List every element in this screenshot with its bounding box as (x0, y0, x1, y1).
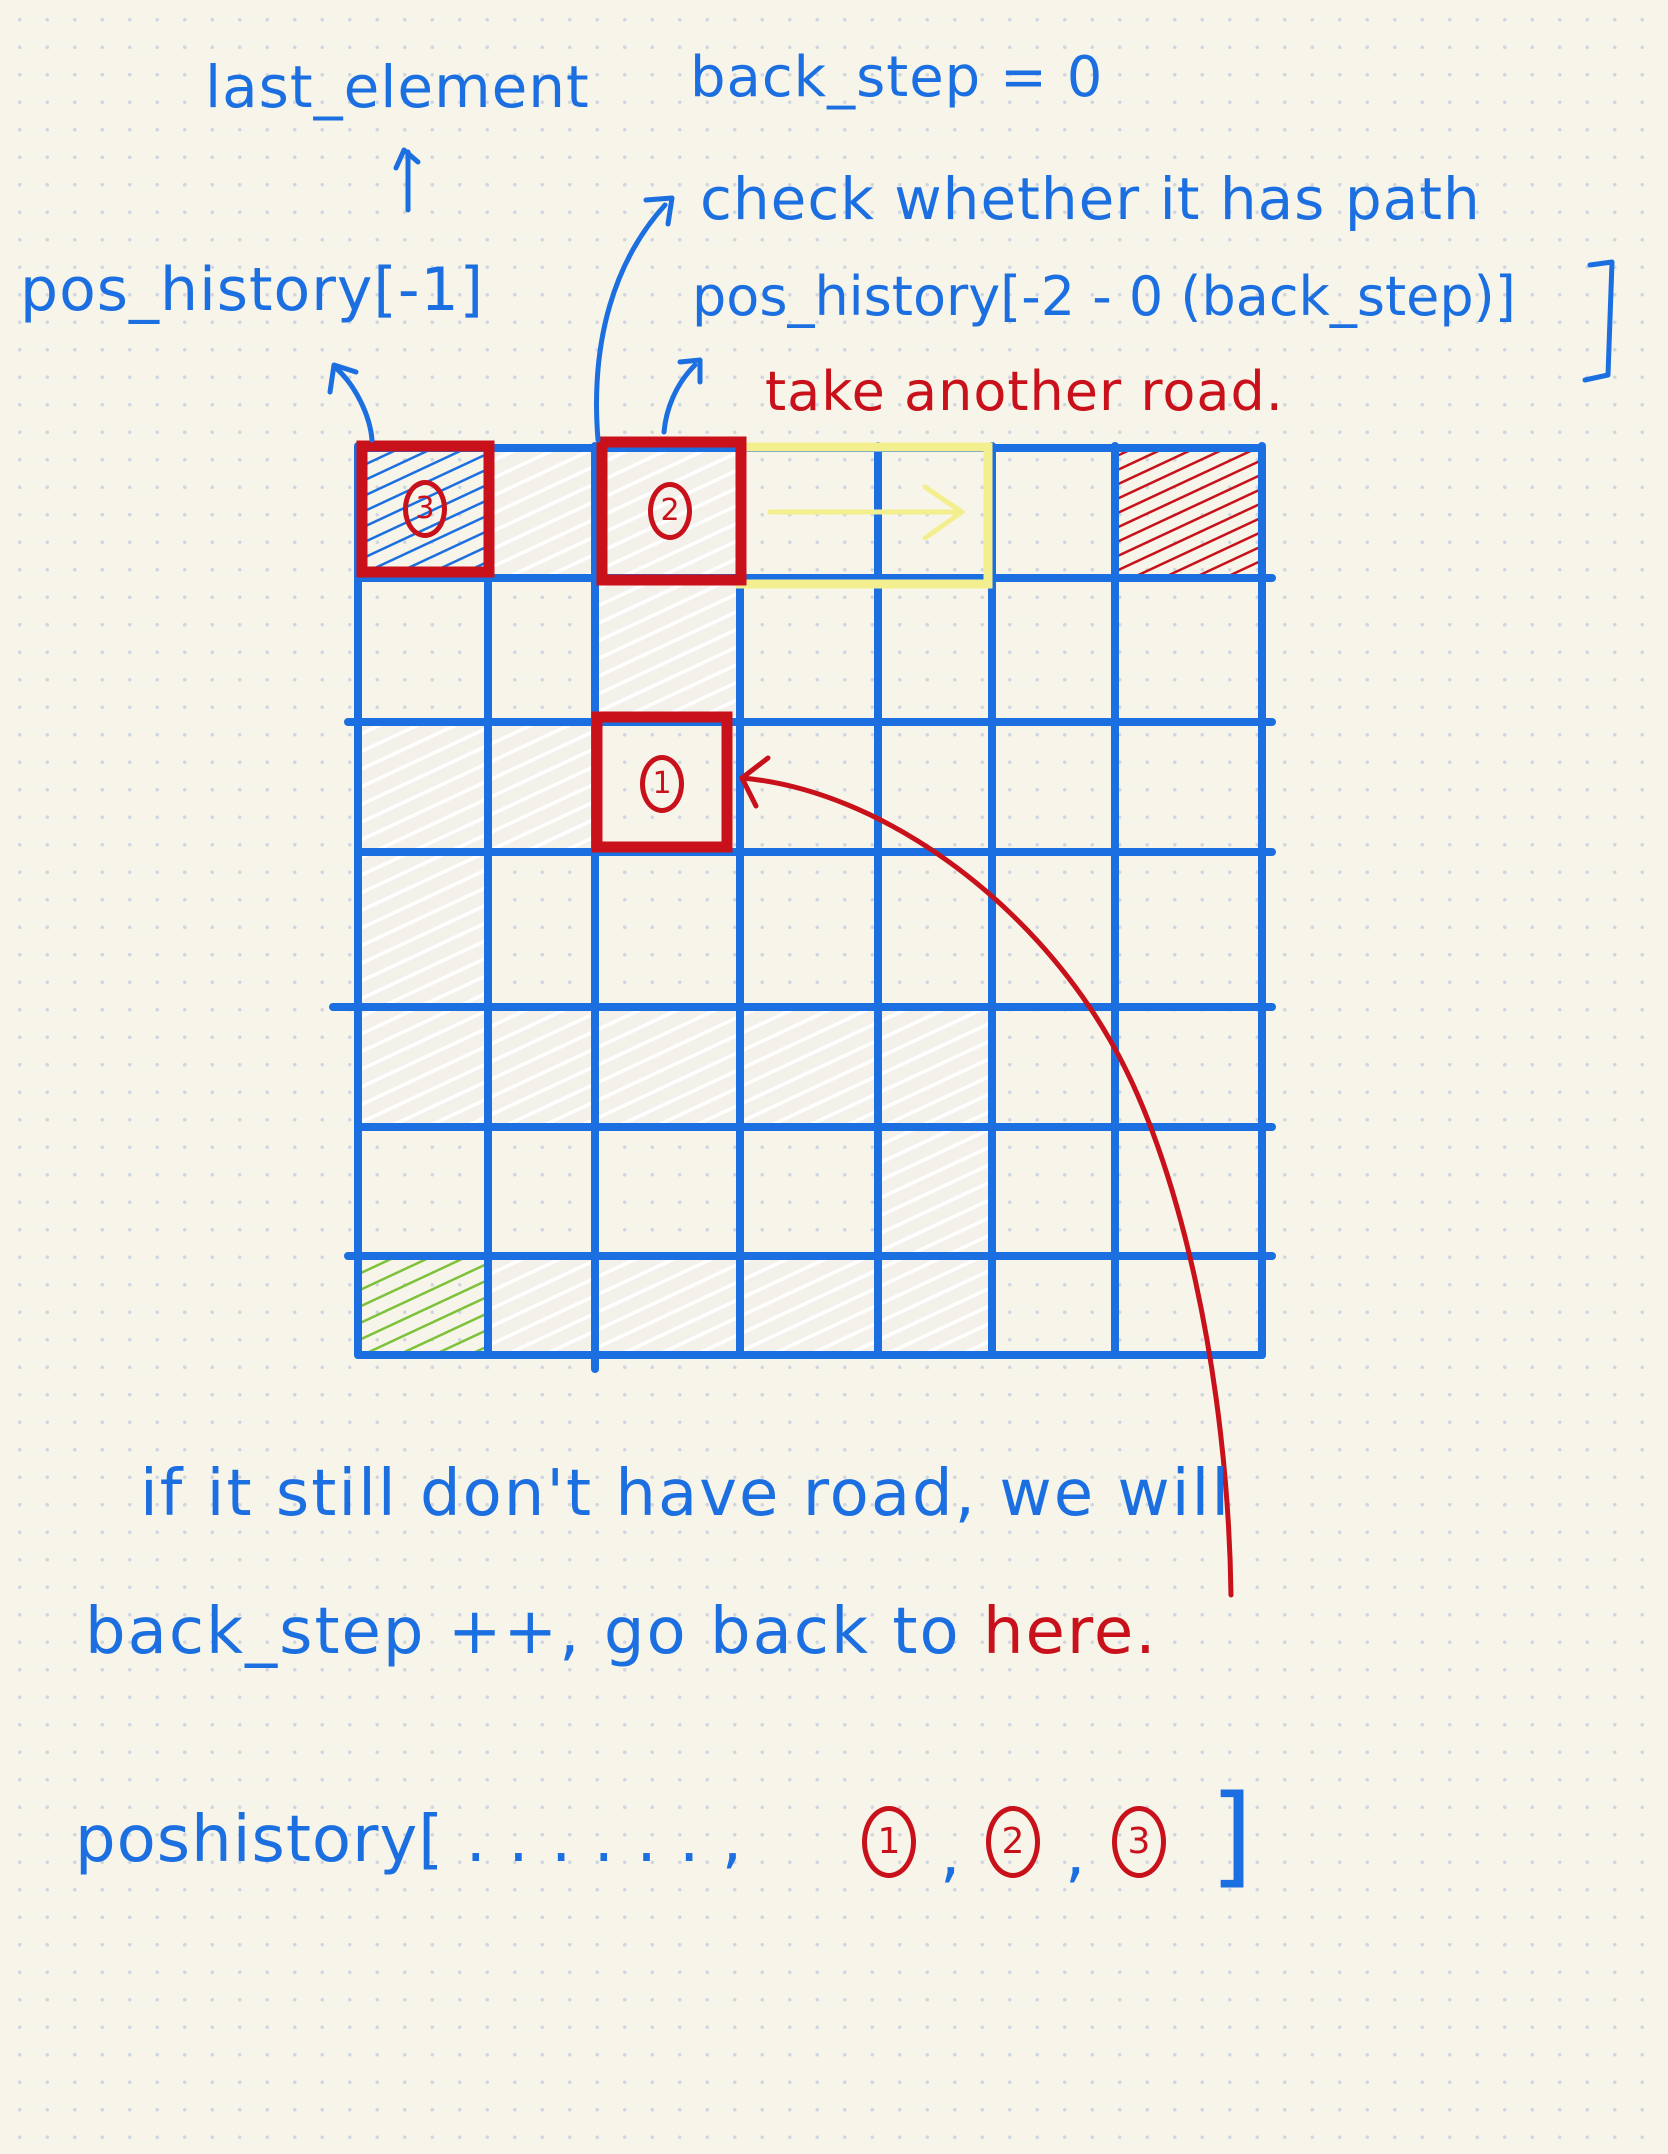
cell-fills (358, 448, 1262, 1355)
blue-arrows (327, 147, 1615, 443)
visited-cell (488, 1007, 595, 1127)
bracket-tail (1582, 259, 1615, 383)
poshistory-comma-2: , (1065, 1817, 1087, 1891)
poshistory-list-prefix: poshistory[ . . . . . . , (75, 1803, 744, 1877)
if-still-line-2-prefix: back_step ++, go back to (85, 1595, 961, 1669)
marker-box-1 (591, 711, 733, 853)
visited-cell (488, 1256, 595, 1355)
poshistory-item-3: 3 (1112, 1806, 1166, 1878)
marker-2-in-cell: 2 (648, 482, 692, 540)
visited-cell (595, 1256, 740, 1355)
yellow-highlight-box (735, 442, 993, 589)
here-label: here. (982, 1595, 1158, 1669)
marker-boxes (356, 436, 747, 853)
last-element-label: last_element (205, 53, 590, 121)
grid-lines (329, 442, 1276, 1373)
visited-cell (878, 1007, 992, 1127)
pos-history-last-arrow (327, 362, 375, 443)
visited-cell (488, 448, 595, 578)
back-step-init-label: back_step = 0 (690, 45, 1104, 110)
poshistory-list-suffix: ] (1210, 1771, 1254, 1899)
marker-1-in-cell: 1 (640, 755, 684, 813)
marker-3-in-cell: 3 (403, 480, 447, 538)
poshistory-comma-1: , (940, 1817, 962, 1891)
alternative-road-highlight (735, 442, 993, 589)
visited-cell (740, 1007, 878, 1127)
check-path-label: check whether it has path (700, 165, 1481, 233)
back-track-curve (739, 775, 1234, 1598)
visited-cell (595, 578, 740, 722)
last-element-up-arrow (393, 147, 421, 213)
visited-cell (595, 1007, 740, 1127)
marker-box-3 (356, 440, 495, 578)
poshistory-item-1: 1 (862, 1806, 916, 1878)
visited-cell (878, 1256, 992, 1355)
visited-cell (488, 722, 595, 852)
check-path-arrow (594, 195, 675, 443)
if-still-line-1: if it still don't have road, we will (140, 1457, 1232, 1531)
if-still-line-2: back_step ++, go back to here. (85, 1600, 1158, 1664)
yellow-arrow (767, 484, 965, 541)
back-track-arrowhead (739, 755, 771, 809)
visited-cell (358, 1007, 488, 1127)
pos-history-last-label: pos_history[-1] (20, 255, 485, 325)
start-cell (358, 1256, 488, 1355)
goal-cell (1115, 448, 1262, 578)
marker-box-2 (596, 436, 747, 586)
visited-cell (878, 1127, 992, 1256)
visited-cell (358, 722, 488, 852)
visited-cell (740, 1256, 878, 1355)
pos-history-formula-arrow (661, 357, 703, 435)
back-track-arrow (739, 755, 1234, 1598)
pos-history-formula-label: pos_history[-2 - 0 (back_step)] (692, 265, 1516, 328)
poshistory-item-2: 2 (986, 1806, 1040, 1878)
visited-cell (358, 852, 488, 1007)
take-another-road-label: take another road. (765, 360, 1284, 423)
